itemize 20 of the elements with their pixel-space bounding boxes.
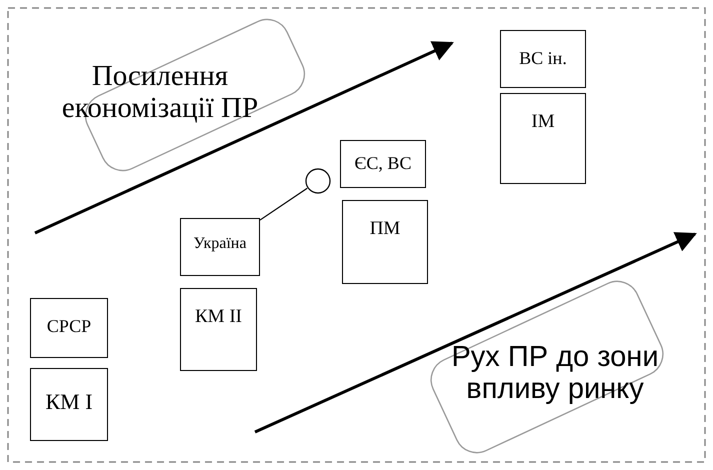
node-text: Посилення економізації ПР <box>60 60 260 124</box>
text-box <box>340 140 426 188</box>
node-text: КМ І <box>45 389 93 415</box>
node-text: ВС ін. <box>519 48 567 69</box>
text-box <box>180 288 257 371</box>
node-text: ІМ <box>531 111 555 133</box>
text-box <box>30 368 108 441</box>
text-box <box>30 298 108 358</box>
node-text: ЄС, ВС <box>354 153 412 174</box>
node-text: КМ ІІ <box>195 306 242 328</box>
text-box <box>180 218 260 276</box>
text-box <box>342 200 428 284</box>
node-text: Україна <box>194 235 246 253</box>
node-text: СРСР <box>46 316 92 337</box>
node-text: Рух ПР до зони впливу ринку <box>450 341 660 405</box>
node-text: ПМ <box>370 218 400 240</box>
circle-marker <box>305 168 331 194</box>
connector-line <box>260 188 308 221</box>
text-box <box>500 30 586 88</box>
text-box <box>500 93 586 184</box>
